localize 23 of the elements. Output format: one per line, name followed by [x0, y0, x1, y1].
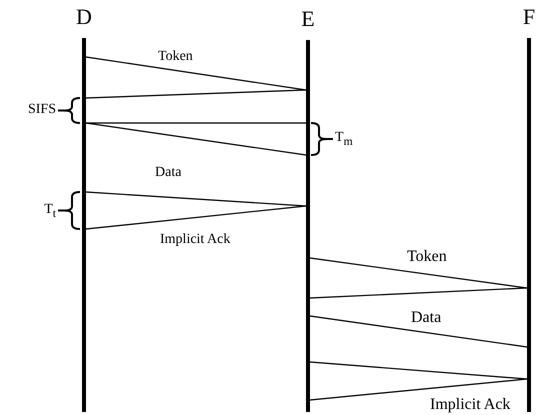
interval-label: T$_{t}$	[44, 202, 56, 222]
message-label: Implicit Ack	[430, 397, 510, 413]
lifeline-name: E	[300, 6, 316, 32]
interval-label: T$_{m}$	[335, 130, 353, 150]
message-label: Token	[158, 49, 193, 65]
lifeline-name: D	[75, 4, 93, 30]
message-label: Data	[155, 165, 182, 181]
message-line	[86, 205, 306, 230]
message-line	[86, 122, 306, 124]
message-line	[86, 56, 306, 91]
message-line	[310, 257, 528, 289]
message-line	[310, 315, 528, 348]
message-line	[86, 122, 306, 156]
message-label: Token	[407, 249, 447, 265]
message-label: Data	[411, 310, 442, 326]
message-line	[86, 191, 306, 207]
message-line	[310, 287, 528, 299]
message-line	[310, 378, 528, 401]
message-line	[310, 361, 528, 380]
lifeline-name: F	[522, 4, 536, 30]
message-label: Implicit Ack	[160, 232, 230, 248]
message-line	[86, 89, 306, 99]
interval-label: SIFS	[28, 102, 56, 118]
